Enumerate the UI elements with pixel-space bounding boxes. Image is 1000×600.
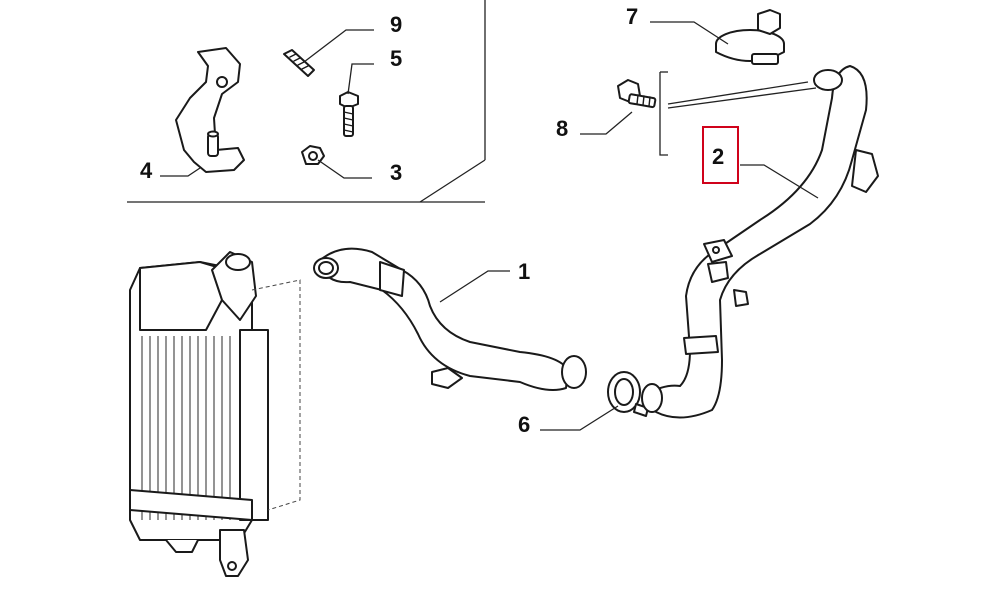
callout-8: 8	[556, 116, 568, 141]
callout-9: 9	[390, 12, 402, 37]
intercooler-part	[129, 251, 269, 577]
callout-6: 6	[518, 412, 530, 437]
callout-2-highlight-box	[702, 126, 739, 184]
callout-4: 4	[140, 158, 153, 183]
leader-line-4	[160, 167, 201, 177]
callout-2: 2	[712, 144, 724, 169]
leader-line-7	[650, 21, 729, 45]
callout-3: 3	[390, 160, 402, 185]
callout-7: 7	[626, 4, 638, 29]
leader-line-9	[303, 29, 374, 63]
leader-line-5	[347, 63, 374, 95]
intercooler-fins	[141, 336, 231, 520]
leader-line-2b	[667, 81, 809, 105]
leader-line-2	[740, 164, 819, 199]
leader-line-8	[580, 111, 633, 135]
leader-line-2c	[667, 87, 817, 109]
leader-lines	[160, 21, 819, 431]
leader-line-1	[439, 270, 510, 303]
callout-5: 5	[390, 46, 402, 71]
bracket-part	[175, 47, 245, 173]
hardware-inset-frame	[127, 0, 486, 203]
bolt-part	[339, 91, 359, 137]
clamp-inset-frame	[659, 71, 668, 156]
leader-line-6	[540, 405, 619, 431]
intake-pipe-part	[641, 65, 879, 419]
nut-part	[301, 145, 325, 165]
stud-part	[283, 49, 315, 77]
assembly-guide-line	[251, 279, 301, 511]
leader-line-3	[317, 159, 372, 179]
intercooler-hose-part	[313, 247, 587, 391]
flange-bolt-part	[617, 79, 657, 109]
callout-1: 1	[518, 259, 530, 284]
hose-clamp-large-part	[715, 9, 785, 65]
